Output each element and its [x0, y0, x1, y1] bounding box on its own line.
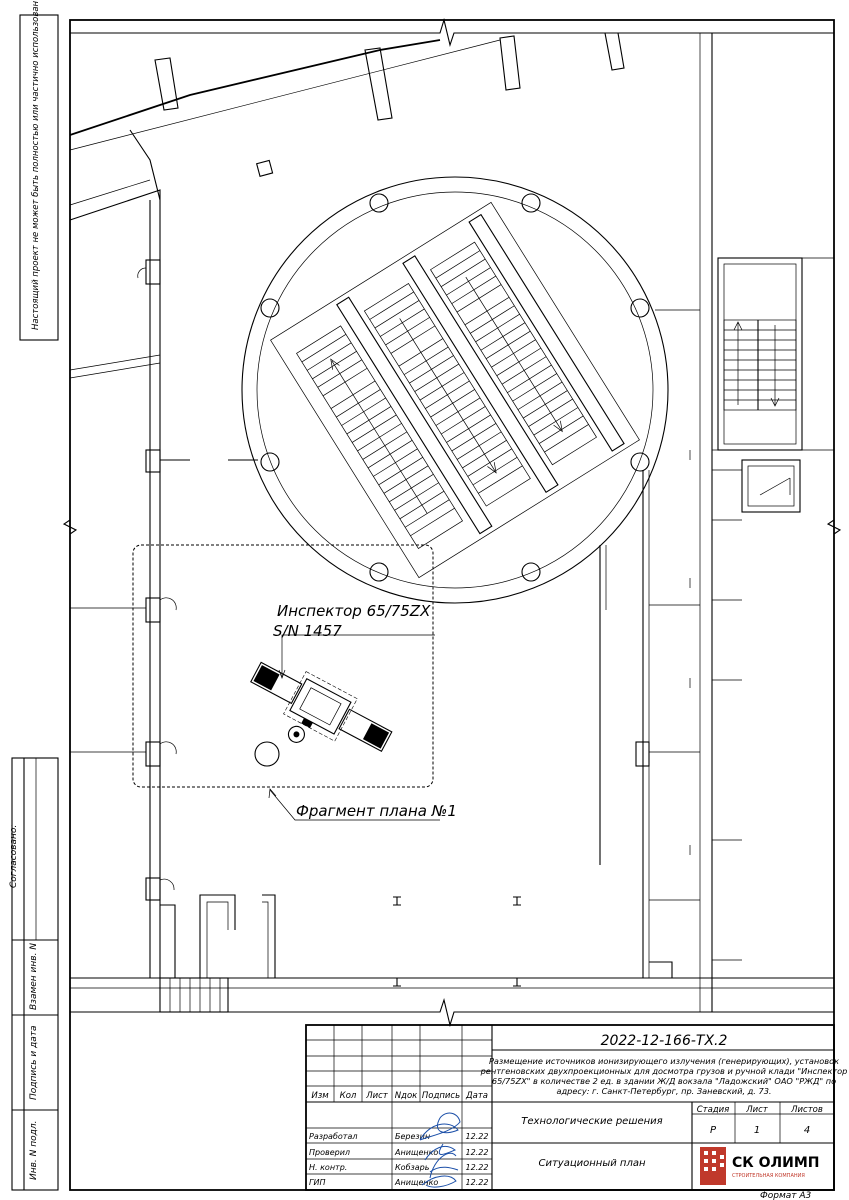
round-column: [254, 741, 280, 767]
replaced-inv-label: Взамен инв. N: [29, 943, 39, 1010]
rotunda-escalators: [241, 176, 669, 604]
sheets-label: Листов: [790, 1105, 823, 1115]
person-date: 12.22: [466, 1163, 489, 1172]
col-header-ndok: Nдок: [395, 1091, 418, 1101]
equipment-leader-line: [281, 634, 435, 678]
copyright-note-line1: Настоящий проект не может быть полностью…: [31, 0, 41, 330]
person-name: Березин: [395, 1132, 430, 1141]
side-staircase: [717, 257, 834, 513]
sheet-title: Ситуационный план: [538, 1158, 645, 1169]
xray-inspector-machine: [250, 661, 393, 753]
fragment-area-outline: [132, 544, 434, 788]
title-block-grid: [305, 1024, 835, 1191]
person-name: Кобзарь: [395, 1163, 430, 1172]
doc-code: 2022-12-166-ТХ.2: [601, 1033, 728, 1049]
description-line-4: адресу: г. Санкт-Петербург, пр. Заневски…: [556, 1086, 771, 1096]
serial-label: S/N 1457: [273, 622, 342, 640]
fragment-leader-line: [269, 789, 440, 821]
equipment-label: Инспектор 65/75ZX: [277, 602, 431, 620]
company-subtitle: СТРОИТЕЛЬНАЯ КОМПАНИЯ: [732, 1173, 805, 1179]
description-line-1: Размещение источников ионизирующего излу…: [489, 1056, 839, 1066]
sheet-value: 1: [754, 1125, 760, 1136]
person-role: Проверил: [309, 1148, 350, 1157]
company-logo: [700, 1147, 726, 1185]
person-name: Анищенко: [394, 1148, 438, 1157]
format-label: Формат А3: [760, 1191, 812, 1200]
col-header-izm: Изм: [311, 1091, 329, 1101]
signature-date-label: Подпись и дата: [29, 1025, 39, 1100]
building-walls: [62, 17, 842, 1028]
col-header-kol: Кол: [340, 1091, 357, 1101]
person-date: 12.22: [466, 1178, 489, 1187]
description-line-2: рентгеновских двухпроекционных для досмо…: [480, 1066, 848, 1076]
entrance-steps: [159, 977, 229, 1013]
description-line-3: 65/75ZX" в количестве 2 ед. в здании Ж/Д…: [492, 1076, 836, 1086]
sheets-value: 4: [804, 1125, 810, 1136]
person-name: Анищенко: [394, 1178, 438, 1187]
ibeam-columns: [393, 896, 521, 987]
sheet-label: Лист: [745, 1105, 769, 1115]
agreed-label: Согласовано:: [9, 825, 19, 888]
handwritten-signatures: [419, 1112, 461, 1188]
person-role: ГИП: [309, 1178, 325, 1187]
stage-label: Стадия: [697, 1105, 730, 1115]
person-date: 12.22: [466, 1148, 489, 1157]
col-header-podpis: Подпись: [422, 1091, 460, 1101]
person-date: 12.22: [466, 1132, 489, 1141]
left-side-stamp: [11, 757, 59, 1191]
section-title: Технологические решения: [521, 1116, 662, 1127]
company-name: СК ОЛИМП: [732, 1155, 820, 1171]
person-role: Разработал: [309, 1132, 357, 1141]
stage-value: Р: [710, 1125, 717, 1136]
col-header-data: Дата: [465, 1091, 488, 1101]
fragment-label: Фрагмент плана №1: [296, 802, 457, 820]
inv-original-label: Инв. N подл.: [29, 1121, 39, 1180]
col-header-list: Лист: [365, 1091, 389, 1101]
person-role: Н. контр.: [309, 1163, 347, 1172]
